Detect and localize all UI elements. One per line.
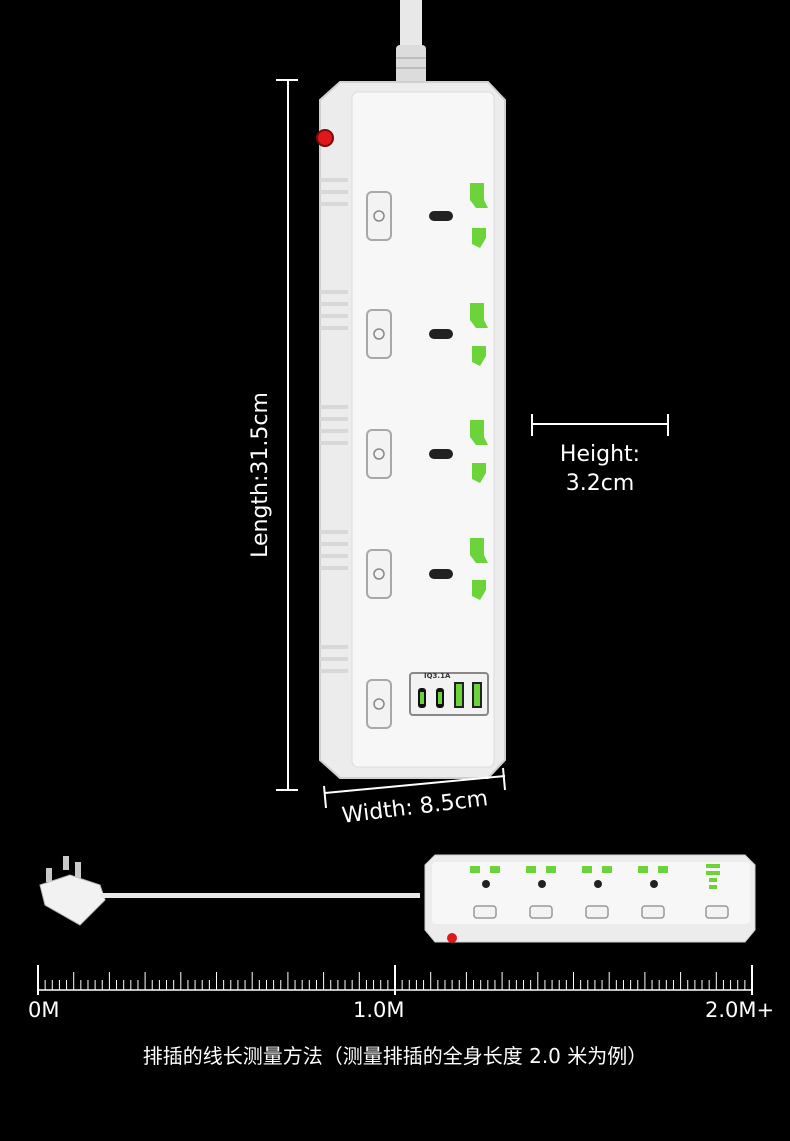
usb-panel-label: IQ3.1A — [424, 672, 451, 680]
power-strip-horizontal-view — [39, 854, 756, 943]
usb-panel — [366, 672, 489, 729]
length-dimension-line — [276, 79, 298, 791]
socket-unit-4 — [366, 538, 488, 600]
scale-label-end: 2.0M+ — [705, 998, 775, 1022]
side-grooves — [320, 178, 348, 673]
master-power-switch — [316, 129, 334, 147]
height-label: Height: 3.2cm — [520, 440, 680, 498]
socket-unit-3 — [366, 420, 488, 483]
socket-unit-1 — [366, 183, 488, 248]
socket-unit-2 — [366, 303, 488, 366]
length-label: Length:31.5cm — [247, 392, 273, 558]
scale-label-start: 0M — [28, 998, 60, 1022]
scale-label-mid: 1.0M — [353, 998, 405, 1022]
height-dimension-line — [531, 414, 669, 436]
height-label-line1: Height: — [559, 442, 641, 467]
measurement-caption: 排插的线长测量方法（测量排插的全身长度 2.0 米为例） — [142, 1044, 648, 1068]
uk-plug — [39, 874, 106, 926]
width-dimension-line — [323, 767, 506, 809]
power-cord-top — [396, 0, 426, 85]
length-label-container: Length:31.5cm — [240, 345, 280, 605]
height-label-line2: 3.2cm — [565, 471, 635, 496]
ruler-ticks — [37, 972, 753, 990]
